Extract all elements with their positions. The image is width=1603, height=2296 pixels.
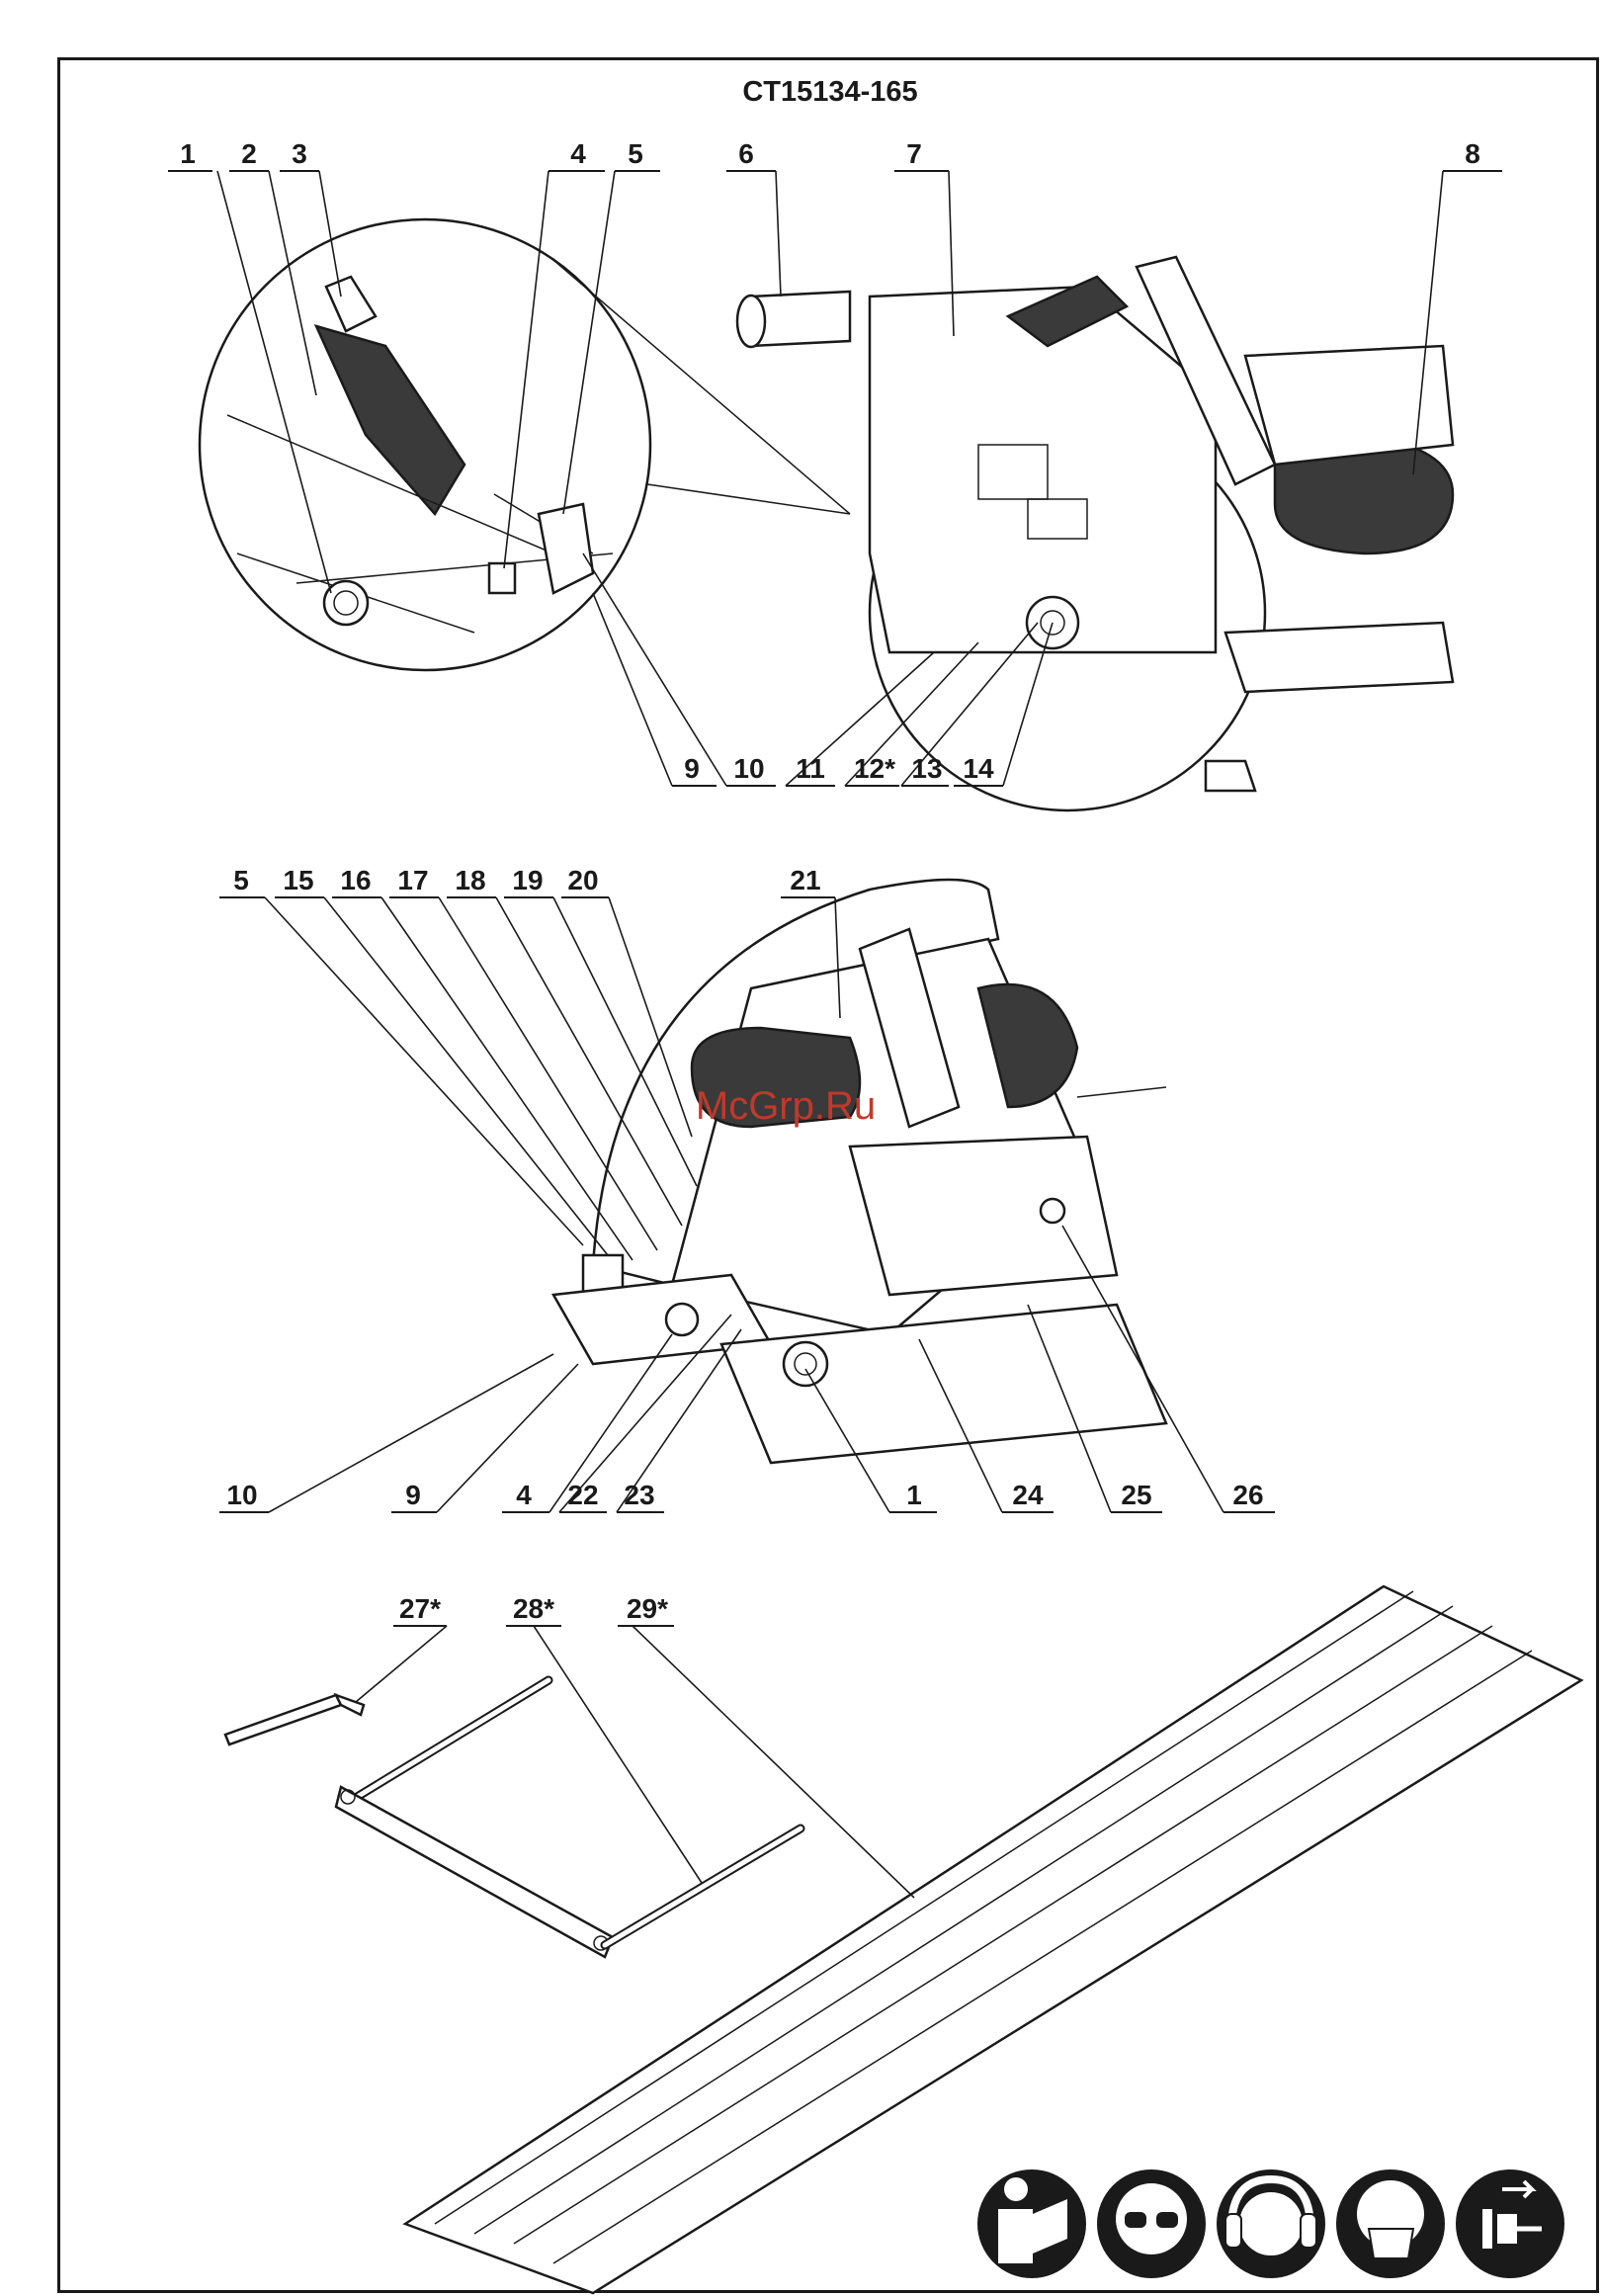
label-18: 18 — [455, 865, 485, 895]
label-11: 11 — [796, 753, 825, 784]
label-2: 2 — [241, 138, 257, 169]
detail-magnifier — [200, 219, 850, 670]
label-mid-10: 10 — [226, 1480, 257, 1510]
label-24: 24 — [1012, 1480, 1044, 1510]
hex-key — [225, 1695, 364, 1744]
label-1: 1 — [180, 138, 196, 169]
watermark: McGrp.Ru — [696, 1084, 876, 1128]
label-6: 6 — [738, 138, 754, 169]
label-19: 19 — [512, 865, 543, 895]
eye-protection-icon — [1097, 2169, 1206, 2278]
label-7: 7 — [906, 138, 922, 169]
label-8: 8 — [1465, 138, 1480, 169]
label-5: 5 — [628, 138, 643, 169]
label-26: 26 — [1232, 1480, 1263, 1510]
label-29: 29* — [627, 1593, 668, 1624]
read-manual-icon — [977, 2169, 1086, 2278]
dust-mask-icon — [1336, 2169, 1445, 2278]
label-4: 4 — [570, 138, 586, 169]
unplug-before-service-icon — [1456, 2169, 1564, 2278]
label-16: 16 — [340, 865, 371, 895]
label-25: 25 — [1121, 1480, 1151, 1510]
saw-side-view — [737, 257, 1453, 810]
label-21: 21 — [790, 865, 820, 895]
model-title: CT15134-165 — [742, 76, 917, 108]
label-mid-5: 5 — [233, 865, 249, 895]
saw-front-view — [553, 880, 1166, 1463]
label-mid-1: 1 — [906, 1480, 922, 1510]
label-15: 15 — [283, 865, 313, 895]
ear-protection-icon — [1217, 2169, 1325, 2278]
label-28: 28* — [513, 1593, 554, 1624]
label-mid-4: 4 — [516, 1480, 532, 1510]
label-9: 9 — [684, 753, 700, 784]
label-10: 10 — [733, 753, 764, 784]
label-20: 20 — [567, 865, 598, 895]
label-17: 17 — [397, 865, 428, 895]
label-mid-9: 9 — [405, 1480, 421, 1510]
label-3: 3 — [292, 138, 307, 169]
label-14: 14 — [963, 753, 994, 784]
label-27: 27* — [399, 1593, 441, 1624]
